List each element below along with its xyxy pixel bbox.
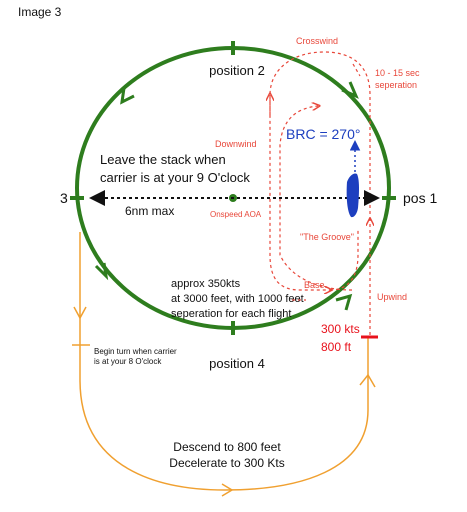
leave-stack-text-line2: carrier is at your 9 O'clock [100, 170, 250, 185]
decelerate-label: Decelerate to 300 Kts [169, 456, 284, 470]
groove-label: "The Groove" [300, 232, 354, 242]
onspeed-label: Onspeed AOA [210, 210, 262, 219]
position-4-label: position 4 [209, 356, 265, 371]
separation-label-line2: seperation [375, 80, 417, 90]
position-2-label: position 2 [209, 63, 265, 78]
stack-speed-line2: at 3000 feet, with 1000 feet [171, 293, 304, 305]
brc-label: BRC = 270° [286, 126, 360, 142]
image-title: Image 3 [18, 5, 62, 19]
begin-turn-line1: Begin turn when carrier [94, 347, 177, 356]
approach-speed-label: 300 kts [321, 322, 360, 336]
begin-turn-line2: is at your 8 O'clock [94, 357, 162, 366]
stack-speed-line3: seperation for each flight [171, 308, 291, 320]
downwind-label: Downwind [215, 139, 257, 149]
base-label: Base [304, 280, 325, 290]
upwind-label: Upwind [377, 292, 407, 302]
stack-ticks [70, 41, 396, 335]
approach-path [72, 232, 369, 491]
separation-label-line1: 10 - 15 sec [375, 68, 420, 78]
stack-direction-arrows [94, 81, 359, 311]
approach-altitude-label: 800 ft [321, 340, 352, 354]
approach-arrows [73, 306, 376, 497]
landing-pattern [270, 51, 370, 335]
descend-label: Descend to 800 feet [173, 440, 281, 454]
position-3-label: 3 [60, 190, 68, 206]
distance-label: 6nm max [125, 204, 174, 218]
crosswind-label: Crosswind [296, 36, 338, 46]
stack-speed-line1: approx 350kts [171, 278, 241, 290]
carrier [346, 173, 359, 218]
position-1-label: pos 1 [403, 190, 437, 206]
leave-stack-text-line1: Leave the stack when [100, 152, 226, 167]
